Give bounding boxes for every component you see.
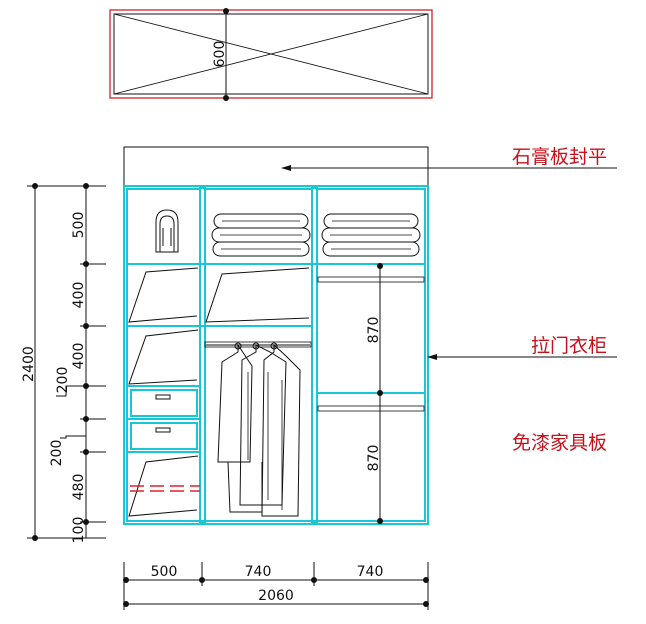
drawer-1 (130, 389, 198, 417)
gypsum-label: 石膏板封平 (512, 145, 607, 168)
dim-h5: 200 (49, 440, 65, 467)
plan-outline (109, 9, 433, 99)
leader-h4 (56, 385, 86, 397)
cabinet (123, 185, 429, 525)
rod-lower-dim: 870 (366, 445, 382, 472)
angled-panel-4 (205, 267, 310, 323)
plan-inner (113, 13, 429, 95)
angled-panel-2 (128, 329, 199, 385)
dim-h1: 500 (71, 212, 87, 239)
dim-h2: 400 (71, 282, 87, 309)
width-dimensions: 500 740 740 2060 (123, 562, 429, 610)
leader-h5 (60, 435, 86, 439)
folded-clothes-stack-1 (211, 213, 311, 257)
rod-right-bottom (317, 405, 425, 412)
rod-right-top (317, 276, 425, 283)
drawer-2-handle (155, 427, 171, 433)
divider-2 (311, 187, 318, 523)
cabinet-outline (123, 185, 429, 525)
dim-total-width: 2060 (258, 588, 294, 604)
rod-left-bar (204, 341, 312, 348)
folded-towel-icon (155, 209, 179, 253)
height-dimensions: 2400 500 400 400 200 200 480 100 (21, 183, 106, 543)
rod-dimensions: 870 870 (366, 263, 383, 524)
hanging-coats-icon (217, 342, 301, 517)
callouts: 石膏板封平 拉门衣柜 免漆家具板 (281, 145, 617, 454)
folded-clothes-stack-2 (321, 213, 421, 257)
drawer-1-handle (155, 394, 171, 400)
angled-panel-3 (128, 455, 199, 517)
rod-upper-dim: 870 (366, 317, 382, 344)
dim-w1: 500 (151, 564, 178, 580)
dim-h4: 200 (55, 367, 71, 394)
divider-1 (199, 187, 206, 523)
drawer-2 (130, 422, 198, 450)
board-label: 免漆家具板 (512, 432, 607, 454)
dim-w2: 740 (245, 564, 272, 580)
total-height-dim: 2400 (21, 346, 37, 382)
plan-diagonal-2 (113, 13, 429, 95)
dim-h3: 400 (71, 343, 87, 370)
gypsum-bulkhead (123, 146, 429, 187)
dim-w3: 740 (357, 564, 384, 580)
sliding-label: 拉门衣柜 (531, 335, 607, 357)
dim-h7: 100 (71, 517, 87, 544)
dim-h6: 480 (71, 474, 87, 501)
plan-view: 600 (109, 8, 433, 101)
plan-depth-label: 600 (212, 41, 228, 68)
angled-panel-1 (128, 267, 199, 323)
